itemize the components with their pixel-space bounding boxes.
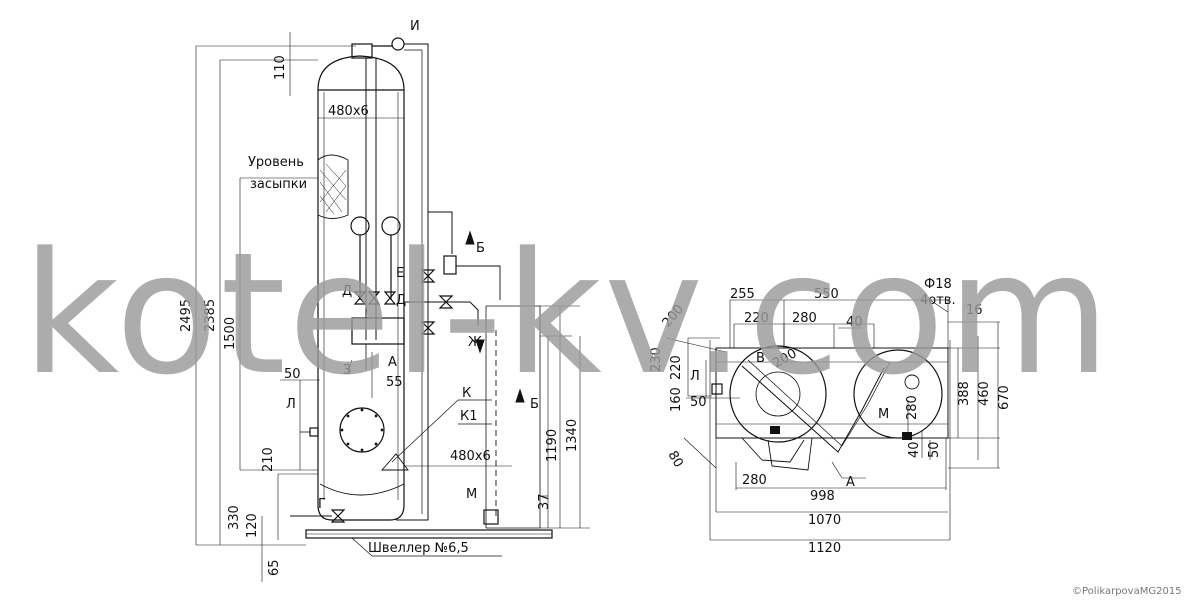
side-view-labels: И Б Е Д Д А Ж З К К1 Б М Л Г Уровень зас…	[179, 19, 580, 576]
dim-998: 998	[810, 489, 835, 504]
dim-230: 230	[649, 347, 664, 372]
vessel-plan	[729, 345, 827, 443]
vessel-shell	[317, 55, 405, 521]
dim-80: 80	[665, 449, 686, 471]
label-b-tank: Б	[530, 397, 539, 412]
valve-center	[367, 291, 381, 305]
dim-40-top: 40	[846, 315, 863, 330]
label-k: К	[462, 386, 471, 401]
dim-50-plan: 50	[690, 395, 707, 410]
valve-e	[420, 269, 436, 283]
dim-40-v: 40	[907, 441, 922, 458]
dim-220-v: 220	[669, 355, 684, 380]
label-k1: К1	[460, 409, 478, 424]
channel-label: Швеллер №6,5	[368, 541, 469, 556]
label-e: Е	[396, 266, 404, 281]
dim-1500: 1500	[223, 317, 238, 350]
brine-valve-m	[483, 509, 499, 525]
dim-280-top: 280	[792, 311, 817, 326]
label-m-plan: М	[878, 407, 889, 422]
dim-2385: 2385	[203, 299, 218, 332]
brine-tank	[486, 305, 541, 529]
dim-460: 460	[977, 381, 992, 406]
dim-120: 120	[245, 513, 260, 538]
dim-1190: 1190	[545, 429, 560, 462]
fill-level-label-line2: засыпки	[250, 177, 307, 192]
label-i: И	[410, 19, 420, 34]
dim-330: 330	[227, 505, 242, 530]
fill-level-label-line1: Уровень	[248, 155, 304, 170]
valve-zh	[438, 295, 454, 309]
dim-480-bot: 480x6	[450, 449, 491, 464]
side-view	[195, 32, 590, 582]
dim-280-bot: 280	[742, 473, 767, 488]
dim-255: 255	[730, 287, 755, 302]
dim-1340: 1340	[565, 419, 580, 452]
label-a-plan: А	[846, 475, 855, 490]
drain-strainer	[381, 453, 409, 471]
dim-670: 670	[997, 385, 1012, 410]
distribution-box	[351, 317, 405, 345]
label-l: Л	[286, 397, 296, 412]
dim-65: 65	[267, 559, 282, 576]
dim-110: 110	[273, 55, 288, 80]
label-a: А	[388, 355, 397, 370]
valve-d-right	[383, 291, 397, 305]
dim-16: 16	[966, 303, 983, 318]
watermark: kotel-kv.com	[22, 216, 1113, 412]
valve-lower	[420, 321, 436, 335]
label-v: В	[756, 351, 765, 366]
dim-1120: 1120	[808, 541, 841, 556]
valve-i	[391, 37, 405, 51]
dim-480-top: 480x6	[328, 104, 369, 119]
label-b-top: Б	[476, 241, 485, 256]
dim-55: 55	[386, 375, 403, 390]
pipe-b-branch	[428, 211, 453, 254]
base-frame	[715, 347, 949, 439]
dim-phi18: Ф18	[924, 277, 952, 292]
dim-550: 550	[814, 287, 839, 302]
inspection-manhole	[339, 407, 385, 453]
label-zh: Ж	[468, 335, 482, 350]
label-l-plan: Л	[690, 369, 700, 384]
dim-160: 160	[669, 387, 684, 412]
top-nozzle	[351, 43, 373, 59]
dim-1070: 1070	[808, 513, 841, 528]
brine-tank-plan	[853, 349, 943, 439]
label-z3: З	[343, 363, 351, 378]
label-g: Г	[318, 497, 326, 512]
fill-sample-hatch	[317, 154, 349, 219]
copyright: ©PolikarpovaMG2015	[1072, 586, 1182, 597]
pipe-zh-branch	[404, 301, 479, 326]
dim-220: 220	[744, 311, 769, 326]
dim-50: 50	[284, 367, 301, 382]
dim-holes: 4отв.	[920, 293, 956, 308]
valve-d-left	[353, 291, 367, 305]
label-d-left: Д	[342, 284, 352, 299]
dim-2495: 2495	[179, 299, 194, 332]
dim-37: 37	[537, 493, 552, 510]
dim-280-v: 280	[905, 395, 920, 420]
dim-50-v: 50	[927, 441, 942, 458]
dim-388: 388	[957, 381, 972, 406]
label-m: М	[466, 487, 477, 502]
plan-view	[665, 299, 1000, 541]
pipe-flange	[443, 255, 457, 275]
dim-210: 210	[261, 447, 276, 472]
valve-g	[330, 509, 346, 523]
label-d-right: Д	[396, 293, 406, 308]
